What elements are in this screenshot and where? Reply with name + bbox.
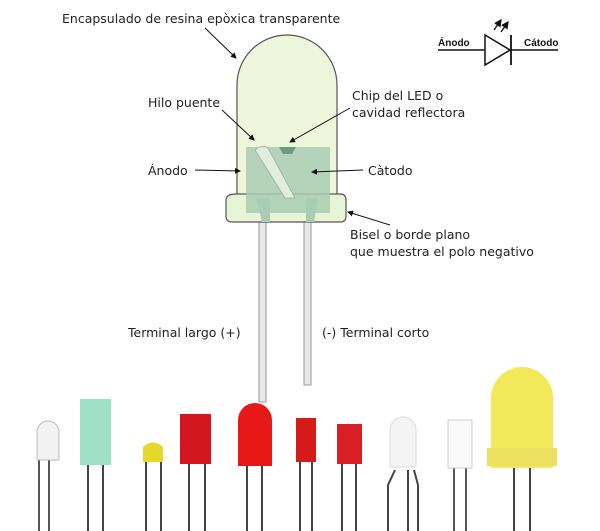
callout-arrows — [194, 27, 391, 226]
anode-leg — [258, 214, 267, 403]
led-chip — [279, 147, 296, 154]
led-body — [225, 34, 347, 223]
cathode-leg — [303, 214, 312, 386]
light-arrow-icon — [500, 20, 509, 33]
led-red-cylindrical — [296, 418, 316, 531]
label-chip-line1: Chip del LED o — [352, 88, 443, 103]
led-white-3mm — [36, 420, 60, 531]
led-schematic-symbol: Ánodo Cátodo — [438, 18, 558, 67]
led-red-5mm — [238, 403, 272, 531]
diode-triangle-icon — [484, 33, 512, 67]
symbol-cathode-label: Cátodo — [524, 38, 558, 49]
label-cathode: Càtodo — [368, 163, 413, 178]
label-bevel-line2: que muestra el polo negativo — [350, 244, 534, 259]
label-bevel-line1: Bisel o borde plano — [350, 227, 470, 242]
label-short-terminal: (-) Terminal corto — [322, 325, 429, 340]
led-red-rectangular — [180, 414, 211, 531]
label-encapsulation: Encapsulado de resina epòxica transparen… — [62, 11, 340, 26]
led-gallery — [36, 367, 557, 531]
led-yellow-mini — [143, 442, 163, 531]
label-long-terminal: Terminal largo (+) — [127, 325, 241, 340]
bond-wire — [254, 146, 296, 199]
led-red-square — [337, 424, 362, 531]
label-anode: Ánodo — [148, 163, 188, 178]
led-legs — [258, 214, 312, 403]
led-mint-rectangular — [80, 399, 111, 531]
led-white-diffused — [387, 416, 419, 531]
label-bond-wire: Hilo puente — [148, 95, 220, 110]
label-chip-line2: cavidad reflectora — [352, 105, 465, 120]
light-arrow-icon — [493, 18, 502, 31]
symbol-anode-label: Ánodo — [438, 36, 470, 49]
led-yellow-10mm — [487, 367, 557, 531]
led-clear-flat — [447, 419, 473, 531]
